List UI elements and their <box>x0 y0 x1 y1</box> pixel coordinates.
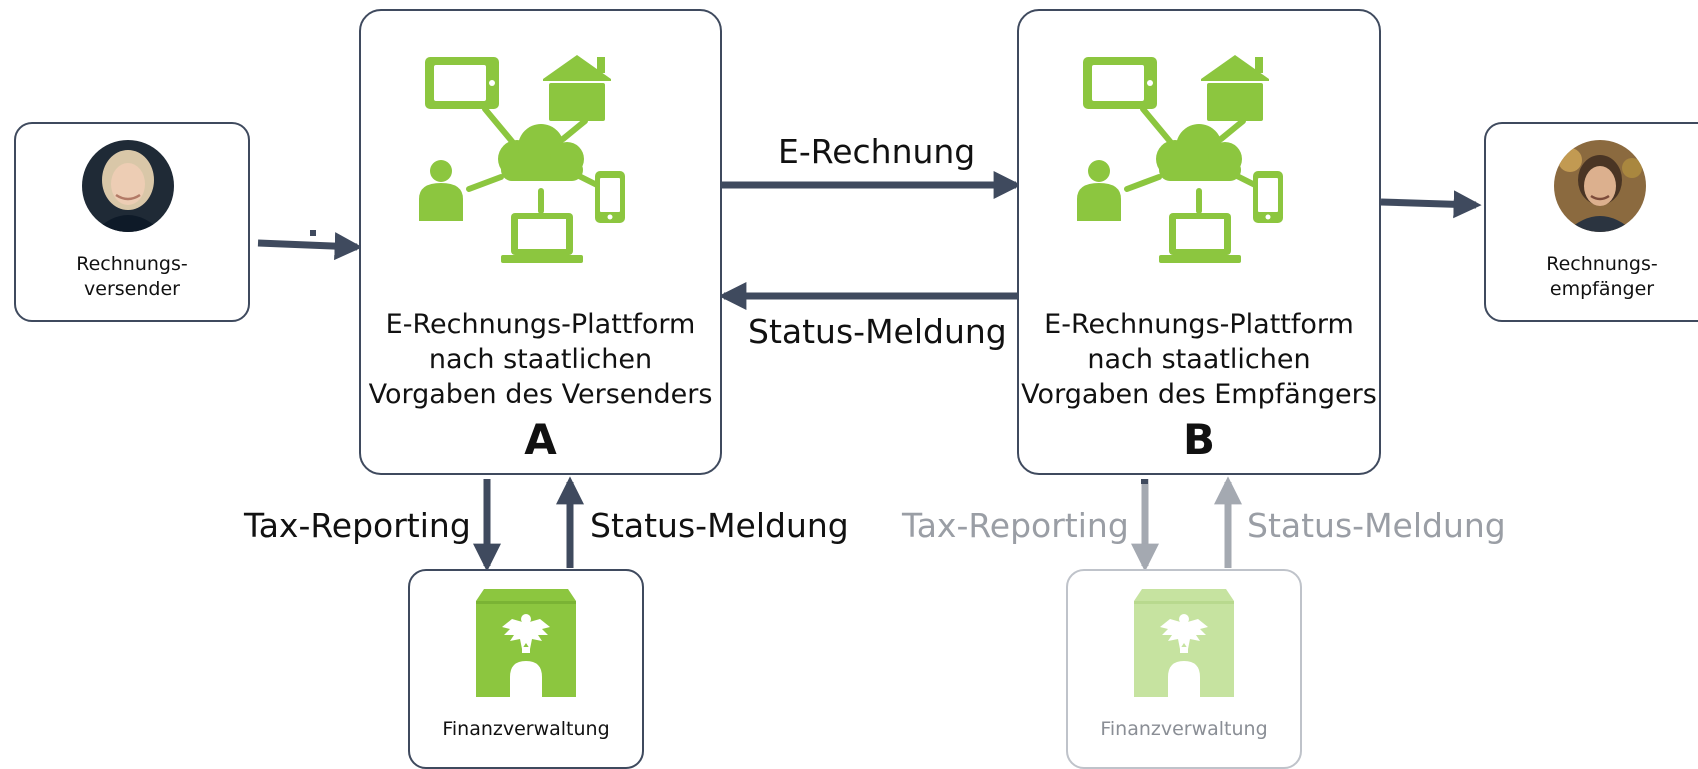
platform-b-title: E-Rechnungs-Plattform nach staatlichen V… <box>1019 307 1379 412</box>
sender-box: Rechnungs- versender <box>14 122 250 322</box>
platform-b-line-2: nach staatlichen <box>1087 344 1311 375</box>
tax-reporting-b-label: Tax-Reporting <box>902 506 1129 545</box>
status-top-label: Status-Meldung <box>748 312 1007 351</box>
tax-office-b-label: Finanzverwaltung <box>1100 718 1268 740</box>
platform-a-box: E-Rechnungs-Plattform nach staatlichen V… <box>359 9 722 475</box>
platform-b-line-3: Vorgaben des Empfängers <box>1021 379 1377 410</box>
tiny-mark-b <box>1141 479 1148 484</box>
platform-a-letter: A <box>524 415 557 464</box>
tax-office-a-box: Finanzverwaltung <box>408 569 644 769</box>
status-a-label: Status-Meldung <box>590 506 849 545</box>
tiny-mark <box>310 230 316 236</box>
arrow-b-to-receiver <box>1380 190 1482 219</box>
network-cloud-icon <box>1077 55 1283 263</box>
network-cloud-icon <box>419 55 625 263</box>
platform-b-letter: B <box>1182 415 1215 464</box>
tax-reporting-a-label: Tax-Reporting <box>244 506 471 545</box>
platform-a-line-1: E-Rechnungs-Plattform <box>385 309 696 340</box>
platform-b-box: E-Rechnungs-Plattform nach staatlichen V… <box>1017 9 1381 475</box>
government-building-icon <box>476 589 576 697</box>
status-b-label: Status-Meldung <box>1247 506 1506 545</box>
government-building-icon <box>1134 589 1234 697</box>
platform-a-line-2: nach staatlichen <box>428 344 653 375</box>
tax-office-b-box: Finanzverwaltung <box>1066 569 1302 769</box>
sender-avatar <box>82 140 174 232</box>
tax-office-a-label: Finanzverwaltung <box>442 718 610 740</box>
receiver-box: Rechnungs- empfänger <box>1484 122 1698 322</box>
sender-label: Rechnungs- versender <box>76 253 188 300</box>
platform-b-line-1: E-Rechnungs-Plattform <box>1044 309 1354 340</box>
receiver-label: Rechnungs- empfänger <box>1546 253 1658 300</box>
arrow-sender-to-a <box>257 232 363 261</box>
platform-a-title: E-Rechnungs-Plattform nach staatlichen V… <box>361 307 720 412</box>
receiver-avatar <box>1554 140 1646 232</box>
platform-a-line-3: Vorgaben des Versenders <box>368 379 713 410</box>
e-invoice-label: E-Rechnung <box>778 132 976 171</box>
